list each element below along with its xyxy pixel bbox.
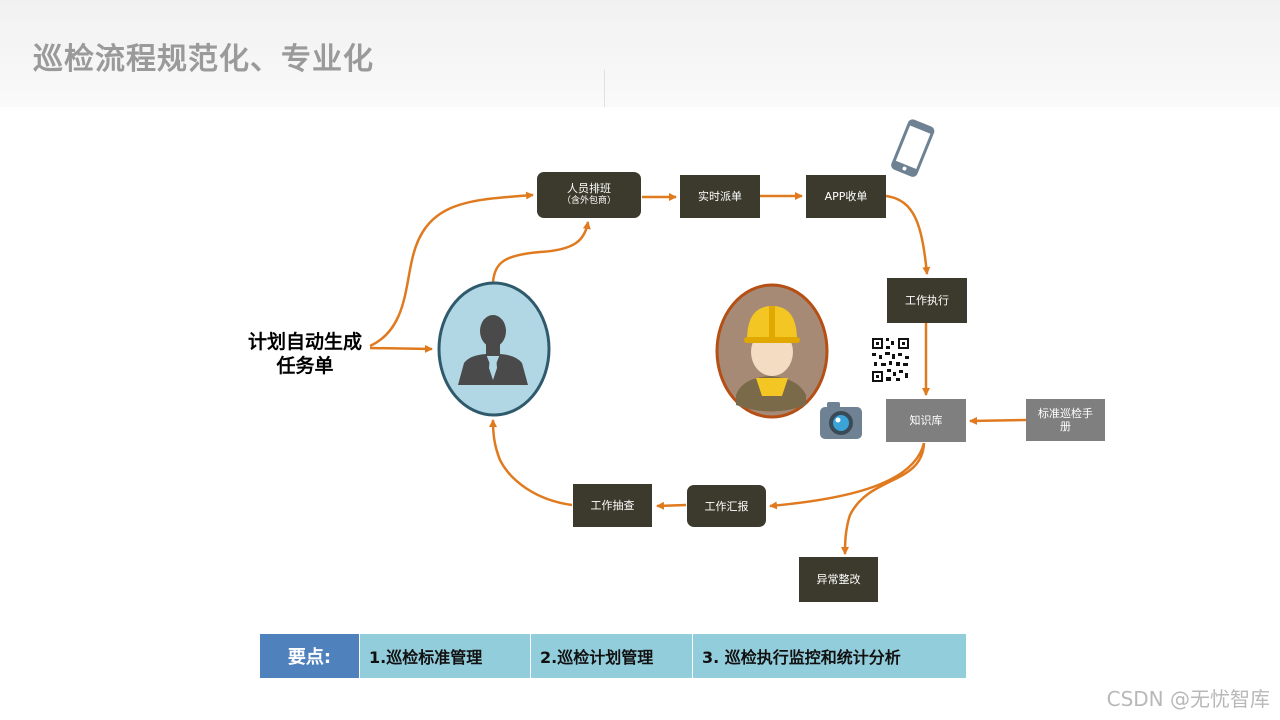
arrow-plan-to-manager: [369, 344, 433, 353]
keypoint-item: 1.巡检标准管理: [360, 634, 531, 678]
arrow-manual-to-knowledge: [969, 416, 1027, 425]
step-abnormal-rectify: 异常整改: [799, 557, 878, 602]
manager-avatar-icon: [437, 281, 551, 417]
header-band: [0, 0, 1280, 107]
smartphone-icon: [891, 119, 935, 177]
keypoints-bar: 要点: 1.巡检标准管理 2.巡检计划管理 3. 巡检执行监控和统计分析: [260, 634, 966, 678]
page-title: 巡检流程规范化、专业化: [33, 42, 374, 77]
worker-avatar-icon: [715, 283, 829, 419]
watermark: CSDN @无忧智库: [1106, 687, 1270, 711]
step-work-report: 工作汇报: [687, 485, 766, 527]
arrow-manager-to-schedule: [491, 221, 591, 283]
arrow-plan-to-schedule: [369, 191, 534, 348]
arrow-knowledge-to-report: [769, 442, 926, 510]
arrow-app-to-execution: [885, 194, 931, 275]
step-knowledge-base: 知识库: [886, 399, 966, 442]
start-text: 计划自动生成 任务单: [247, 331, 362, 377]
step-realtime-dispatch: 实时派单: [680, 175, 760, 218]
step-work-spotcheck: 工作抽查: [573, 484, 652, 527]
step-app-receive: APP收单: [806, 175, 886, 218]
keypoint-item: 3. 巡检执行监控和统计分析: [693, 634, 966, 678]
arrow-report-to-spotcheck: [656, 501, 687, 510]
step-standard-manual: 标准巡检手册: [1026, 399, 1105, 441]
arrow-spotcheck-to-manager: [489, 419, 573, 507]
keypoints-head: 要点:: [260, 634, 360, 678]
step-work-execution: 工作执行: [887, 278, 967, 323]
arrow-knowledge-to-abnormal: [841, 442, 926, 555]
qr-code-icon: [871, 337, 910, 383]
camera-icon: [820, 402, 862, 439]
keypoint-item: 2.巡检计划管理: [531, 634, 693, 678]
step-personnel-schedule: 人员排班 （含外包商）: [537, 172, 641, 218]
header-divider: [604, 70, 605, 107]
